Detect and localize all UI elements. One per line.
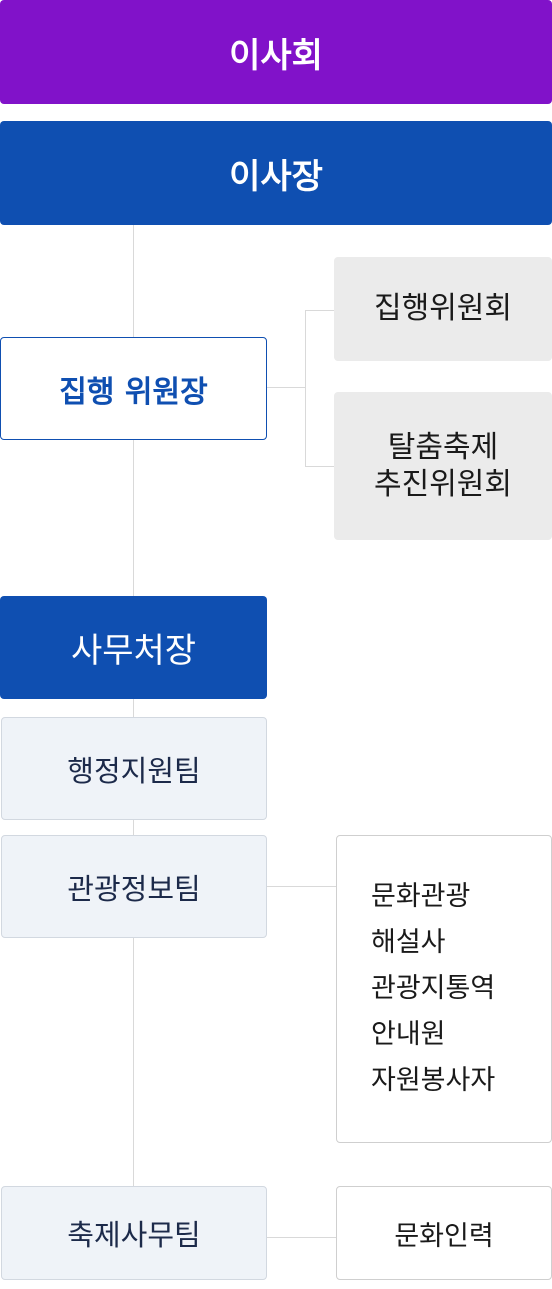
festival-office-team-label: 축제사무팀 <box>67 1218 201 1252</box>
spine-line-upper <box>133 225 134 337</box>
executive-committee-box: 집행위원회 <box>334 257 552 361</box>
tourism-units-list: 문화관광 해설사 관광지통역 안내원 자원봉사자 <box>371 874 495 1104</box>
chairman-box: 이사장 <box>0 121 552 225</box>
admin-support-team-box: 행정지원팀 <box>1 717 267 820</box>
tourism-unit-item: 관광지통역 <box>371 973 496 1004</box>
festival-unit-label: 문화인력 <box>394 1220 494 1252</box>
committee-branch-bottom <box>305 466 334 467</box>
secretary-general-label: 사무처장 <box>70 631 197 671</box>
committee-branch-v <box>305 310 306 466</box>
board-box: 이사회 <box>0 0 552 104</box>
tourism-units-box: 문화관광 해설사 관광지통역 안내원 자원봉사자 <box>336 835 552 1143</box>
festival-office-team-box: 축제사무팀 <box>1 1186 267 1280</box>
tourism-info-team-label: 관광정보팀 <box>67 871 201 906</box>
festival-committee-line-2: 추진위원회 <box>374 467 512 502</box>
committee-branch-h <box>267 387 305 388</box>
tourism-unit-item: 문화관광 <box>371 881 471 912</box>
tourism-info-team-box: 관광정보팀 <box>1 835 267 938</box>
executive-chair-box: 집행 위원장 <box>0 337 267 440</box>
festival-committee-line-1: 탈춤축제 <box>387 429 499 465</box>
executive-committee-label: 집행위원회 <box>374 291 512 327</box>
tourism-unit-item: 안내원 <box>371 1019 446 1050</box>
festival-unit-box: 문화인력 <box>336 1186 552 1280</box>
tourism-branch <box>267 886 336 887</box>
secretary-general-box: 사무처장 <box>0 596 267 699</box>
admin-support-team-label: 행정지원팀 <box>67 753 201 788</box>
executive-chair-label: 집행 위원장 <box>59 374 208 410</box>
festival-branch <box>267 1237 336 1238</box>
tourism-unit-item: 자원봉사자 <box>371 1065 496 1096</box>
board-label: 이사회 <box>229 35 323 76</box>
chairman-label: 이사장 <box>229 156 323 197</box>
tourism-unit-item: 해설사 <box>371 927 446 958</box>
spine-line-mid <box>133 440 134 596</box>
festival-committee-box: 탈춤축제 추진위원회 <box>334 392 552 540</box>
committee-branch-top <box>305 310 334 311</box>
spine-line-lower <box>133 699 134 1186</box>
